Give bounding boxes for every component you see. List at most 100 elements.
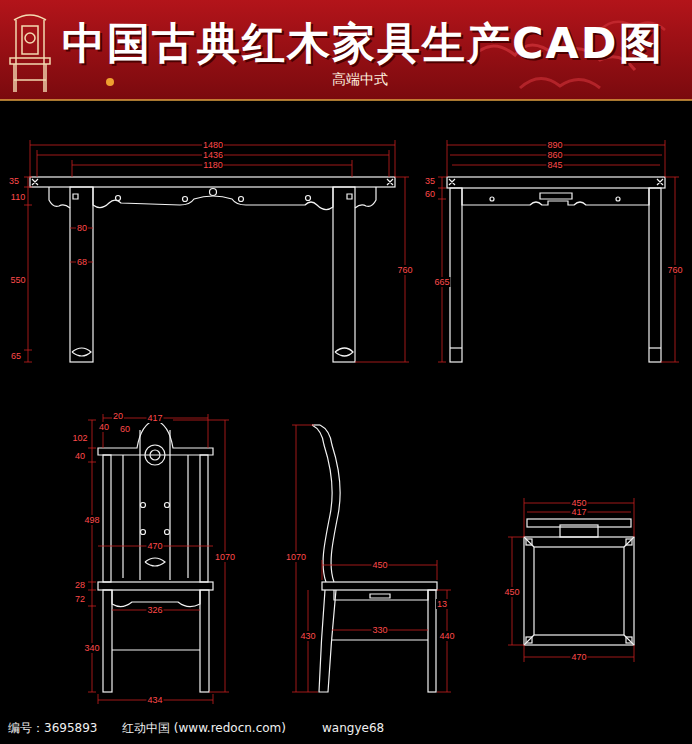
dimension-value: 35 bbox=[424, 176, 436, 186]
chair-side-dimensions-part bbox=[308, 590, 309, 692]
chair-plan-dimensions bbox=[508, 498, 634, 662]
chair-side-view bbox=[312, 425, 437, 692]
dimension-value: 470 bbox=[570, 652, 587, 662]
chair-front-view-part bbox=[122, 455, 123, 578]
dimension-value: 417 bbox=[146, 413, 163, 423]
header-banner-part bbox=[106, 78, 114, 86]
dimension-value: 60 bbox=[424, 189, 436, 199]
table-side-dimensions-part bbox=[442, 177, 443, 362]
table-side-dimensions bbox=[438, 140, 679, 362]
dimension-value: 450 bbox=[371, 560, 388, 570]
chair-plan-view-part bbox=[626, 637, 632, 643]
dimension-value: 110 bbox=[10, 192, 26, 202]
dimension-value: 35 bbox=[8, 176, 20, 186]
chair-side-dimensions-part bbox=[322, 560, 437, 580]
table-side-dimensions-part bbox=[665, 140, 666, 177]
chair-front-view-part bbox=[103, 455, 111, 582]
chair-icon-part bbox=[13, 64, 15, 92]
table-front-view-part bbox=[30, 177, 395, 187]
chair-front-view-part bbox=[150, 450, 160, 460]
chair-icon-part bbox=[14, 79, 46, 81]
chair-side-view-part bbox=[319, 590, 336, 692]
chair-side-view-part bbox=[320, 425, 340, 582]
dimension-value: 65 bbox=[10, 351, 22, 361]
table-side-dimensions-part bbox=[447, 140, 448, 177]
header-banner-part bbox=[0, 99, 692, 101]
table-side-view-part bbox=[449, 179, 663, 185]
dimension-value: 72 bbox=[74, 594, 86, 604]
table-side-view-part bbox=[450, 188, 462, 362]
chair-side-view-part bbox=[312, 425, 332, 582]
dimension-value: 60 bbox=[119, 424, 131, 434]
dimension-value: 430 bbox=[299, 631, 316, 641]
chair-front-view-part bbox=[112, 649, 200, 650]
dimension-value: 1180 bbox=[202, 160, 223, 170]
table-side-dimensions-part bbox=[438, 177, 446, 362]
dimension-value: 13 bbox=[436, 599, 448, 609]
banner-subtitle: 高端中式 bbox=[332, 71, 388, 89]
chair-front-view-part bbox=[103, 590, 112, 692]
table-front-view-part bbox=[333, 187, 355, 362]
chair-side-view-part bbox=[370, 594, 390, 598]
dimension-value: 665 bbox=[433, 277, 450, 287]
chair-front-view-part bbox=[200, 590, 209, 692]
table-front-dimensions-part bbox=[24, 177, 32, 362]
dimension-value: 326 bbox=[146, 605, 163, 615]
table-front-view bbox=[30, 177, 395, 362]
dimension-value: 434 bbox=[146, 695, 163, 705]
chair-plan-view-part bbox=[527, 519, 631, 527]
table-front-dimensions-part bbox=[395, 140, 396, 177]
table-front-dimensions-part bbox=[37, 150, 38, 177]
chair-plan-view-part bbox=[526, 539, 532, 545]
chair-plan-dimensions-part bbox=[524, 645, 634, 662]
table-front-dimensions bbox=[24, 140, 409, 362]
dimension-value: 890 bbox=[546, 140, 563, 150]
chair-front-view-part bbox=[141, 530, 146, 535]
table-front-view-part bbox=[32, 179, 393, 185]
chair-icon-part bbox=[22, 26, 38, 54]
table-side-view-part bbox=[616, 197, 620, 201]
table-front-view-part bbox=[116, 196, 121, 201]
table-side-view-part bbox=[447, 177, 665, 188]
chair-plan-view-part bbox=[626, 539, 632, 545]
chair-side-view-part bbox=[332, 639, 428, 640]
chair-icon-part bbox=[25, 33, 35, 43]
footer-note: wangye68 bbox=[322, 721, 384, 735]
chair-side-view-part bbox=[322, 582, 437, 590]
header-banner-part bbox=[520, 78, 600, 88]
chair-side-view-part bbox=[428, 590, 436, 692]
dimension-value: 550 bbox=[9, 275, 26, 285]
header-banner bbox=[0, 0, 692, 100]
footer-note: 编号：3695893 bbox=[8, 720, 97, 737]
chair-icon-part bbox=[43, 20, 45, 92]
chair-front-view-part bbox=[165, 530, 170, 535]
chair-front-view-part bbox=[140, 430, 170, 580]
chair-front-view-part bbox=[187, 455, 188, 578]
table-side-view-part bbox=[490, 197, 494, 201]
table-front-view-part bbox=[70, 187, 93, 362]
dimension-value: 68 bbox=[76, 257, 88, 267]
chair-plan-view-part bbox=[524, 537, 634, 645]
chair-plan-view-part bbox=[534, 547, 624, 635]
header-banner-part bbox=[0, 0, 692, 100]
chair-front-dimensions-part bbox=[208, 414, 209, 448]
dimension-value: 417 bbox=[570, 507, 587, 517]
chair-front-dimensions bbox=[88, 414, 229, 704]
table-front-view-part bbox=[73, 194, 352, 199]
chair-side-dimensions bbox=[292, 425, 451, 692]
dimension-value: 760 bbox=[666, 265, 683, 275]
dimension-value: 760 bbox=[396, 265, 413, 275]
chair-front-view-part bbox=[200, 455, 208, 582]
chair-front-view-part bbox=[141, 503, 146, 508]
dimension-value: 440 bbox=[438, 631, 455, 641]
dimension-value: 1070 bbox=[285, 552, 307, 562]
dimension-value: 470 bbox=[146, 541, 163, 551]
dimension-value: 80 bbox=[76, 223, 88, 233]
chair-icon-part bbox=[15, 20, 17, 92]
dimension-value: 340 bbox=[83, 643, 100, 653]
table-front-dimensions-part bbox=[389, 150, 390, 177]
chair-side-view-part bbox=[334, 590, 428, 600]
table-front-dimensions-part bbox=[30, 140, 31, 177]
footer-note: 红动中国 (www.redocn.com) bbox=[122, 720, 286, 737]
